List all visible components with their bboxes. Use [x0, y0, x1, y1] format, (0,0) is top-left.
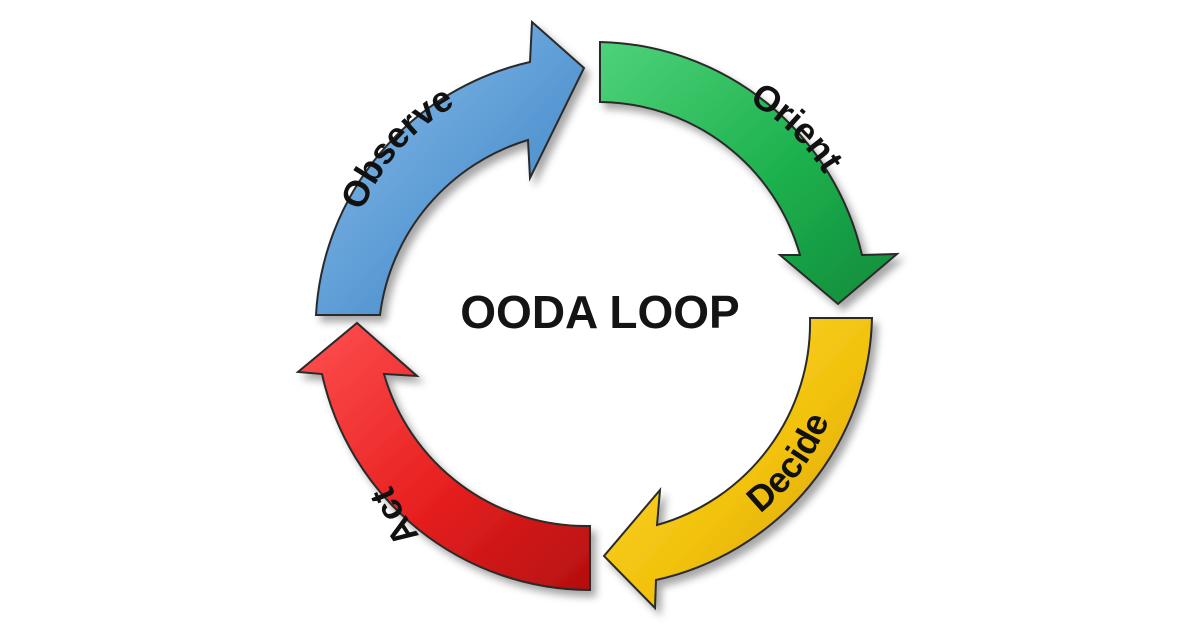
observe-arrow: [314, 19, 586, 316]
decide-arrow: [602, 317, 874, 611]
act-arrow-shape: [295, 321, 591, 592]
observe-arrow-shape: [314, 19, 586, 316]
act-arrow: [295, 321, 591, 592]
diagram-title: OODA LOOP: [460, 286, 739, 338]
orient-arrow: [599, 40, 900, 306]
decide-arrow-shape: [602, 317, 874, 611]
orient-arrow-shape: [599, 40, 900, 306]
